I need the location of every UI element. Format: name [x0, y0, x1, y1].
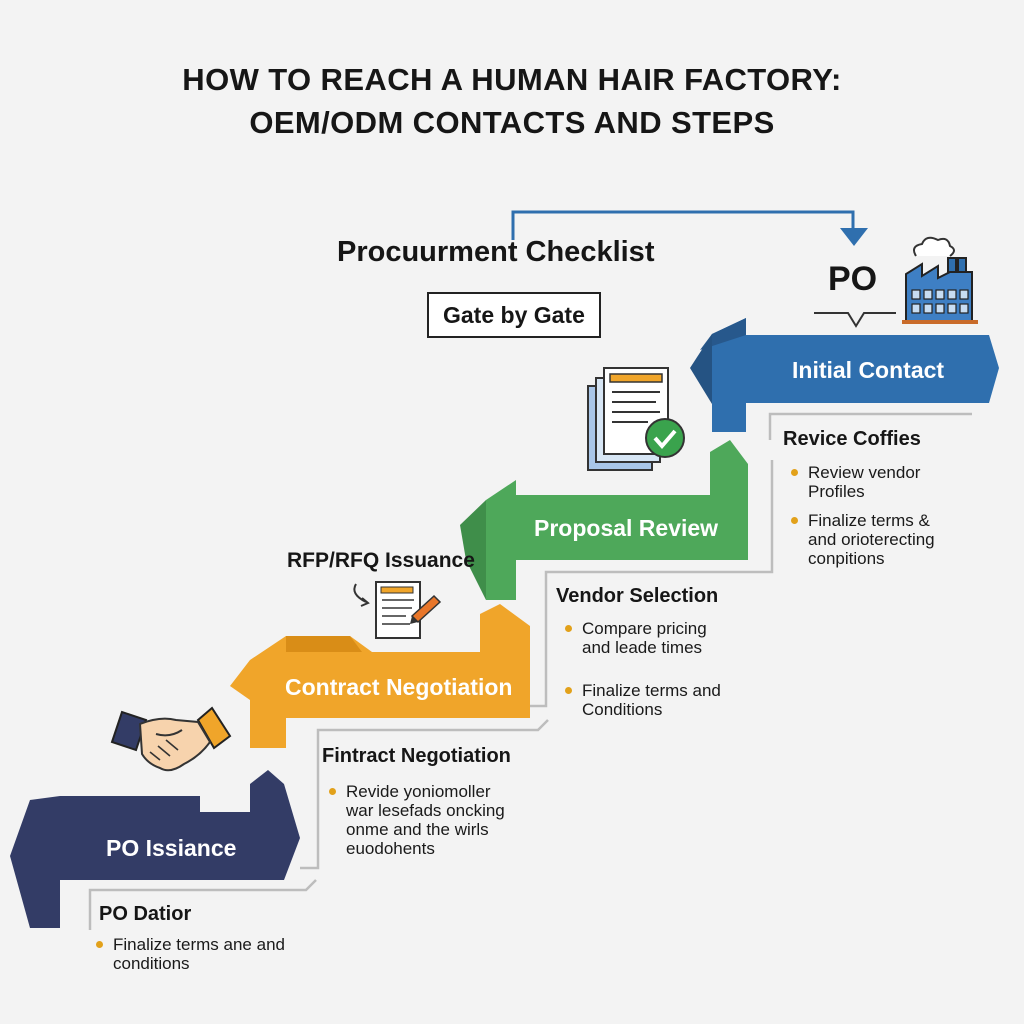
step-initial-contact [690, 318, 999, 432]
bullet-item: Revide yoniomoller war lesefads oncking … [329, 782, 505, 858]
bullet-dot [565, 625, 572, 632]
section-title-vendor-selection: Vendor Selection [556, 585, 719, 607]
po-label: PO [828, 260, 878, 298]
top-connector-arrow [511, 210, 868, 246]
connector-lines [88, 412, 972, 930]
section-title-revice-coffies: Revice Coffies [783, 428, 921, 450]
step-po-issuance [10, 770, 300, 928]
step-label-contract-negotiation: Contract Negotiation [285, 674, 513, 700]
bullet-item: Compare pricing and leade times [565, 619, 707, 657]
bullet-item: Finalize terms & and orioterecting conpi… [791, 511, 935, 568]
bullet-dot [329, 788, 336, 795]
bullet-dot [791, 517, 798, 524]
bullet-dot [791, 469, 798, 476]
title-line-1: HOW TO REACH A HUMAN HAIR FACTORY: [182, 62, 842, 97]
bullet-dot [565, 687, 572, 694]
step-label-initial-contact: Initial Contact [792, 357, 945, 383]
handshake-icon [110, 706, 232, 772]
gate-label-box: Gate by Gate [427, 292, 601, 338]
bullet-item: Review vendor Profiles [791, 463, 920, 501]
step-contract-negotiation [230, 604, 530, 748]
title-line-2: OEM/ODM CONTACTS AND STEPS [249, 105, 775, 140]
bullet-item: Finalize terms and Conditions [565, 681, 721, 719]
po-pointer [814, 312, 896, 328]
rfq-document-icon [353, 581, 442, 639]
rfp-label: RFP/RFQ Issuance [287, 549, 475, 572]
factory-icon [902, 236, 978, 324]
step-label-proposal-review: Proposal Review [534, 515, 719, 541]
step-label-po-issuance: PO Issiance [106, 835, 237, 861]
bullet-item: Finalize terms ane and conditions [96, 935, 285, 973]
step-proposal-review [460, 440, 748, 600]
bullet-dot [96, 941, 103, 948]
section-title-po-datior: PO Datior [99, 903, 192, 925]
checklist-heading: Procuurment Checklist [337, 236, 655, 268]
section-title-fintract-negotiation: Fintract Negotiation [322, 745, 511, 767]
documents-check-icon [587, 367, 685, 471]
